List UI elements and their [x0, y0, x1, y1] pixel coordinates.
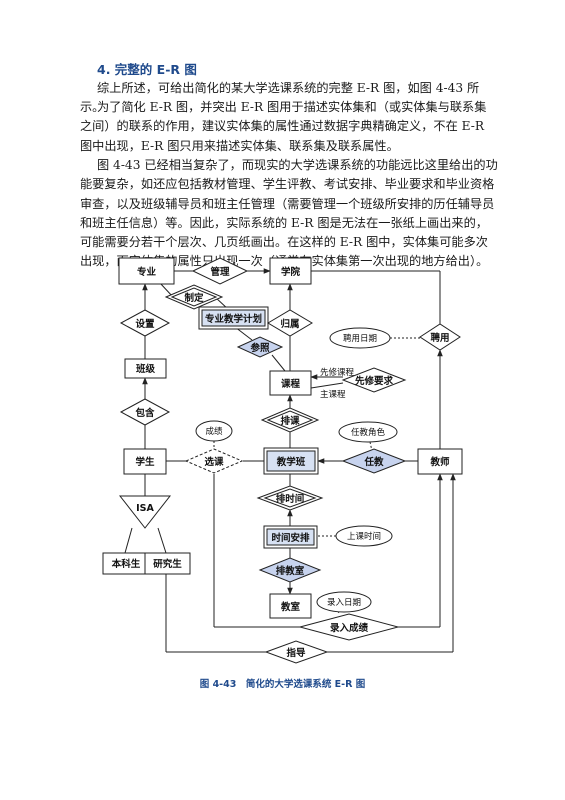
relationships: 管理 制定 设置 归属 参照 聘用 包含 先修要求 [118, 257, 461, 664]
entity-college: 学院 [269, 257, 312, 285]
attributes: 聘用日期 成绩 任教角色 上课时间 录入日期 [195, 327, 398, 613]
rel-arrange-time: 排时间 [256, 485, 324, 511]
entity-graduate: 研究生 [144, 552, 191, 575]
attr-class-time: 上课时间 [335, 525, 393, 547]
figure-caption: 图 4-43 简化的大学选课系统 E-R 图 [199, 679, 366, 690]
entity-class: 班级 [124, 358, 167, 379]
rel-prereq: 先修要求 [341, 367, 407, 393]
svg-text:学院: 学院 [281, 266, 301, 278]
svg-text:聘用: 聘用 [430, 332, 449, 344]
rel-record-grade: 录入成绩 [298, 613, 400, 641]
rel-include: 包含 [119, 398, 171, 426]
rel-employ: 聘用 [419, 323, 461, 351]
entity-section: 教学班 [263, 447, 319, 475]
svg-text:聘用日期: 聘用日期 [343, 333, 377, 344]
entity-teacher: 教师 [417, 448, 463, 475]
entity-schedule: 时间安排 [263, 525, 318, 549]
svg-text:学生: 学生 [135, 456, 155, 468]
svg-text:课程: 课程 [281, 378, 301, 390]
rel-guide: 指导 [264, 640, 329, 664]
svg-text:班级: 班级 [136, 363, 156, 375]
entity-plan: 专业教学计划 [198, 306, 269, 330]
rel-setup: 设置 [119, 309, 171, 337]
svg-text:管理: 管理 [210, 266, 230, 278]
rel-arrange-course: 排课 [260, 407, 320, 433]
rel-formulate: 制定 [164, 284, 224, 310]
entity-course: 课程 [269, 370, 312, 396]
svg-text:包含: 包含 [134, 407, 155, 419]
svg-text:专业: 专业 [137, 266, 157, 278]
entity-undergrad: 本科生 [102, 552, 150, 575]
entity-classroom: 教室 [269, 593, 312, 619]
svg-text:教学班: 教学班 [276, 456, 306, 468]
paragraph-1: 综上所述，可给出简化的某大学选课系统的完整 E-R 图，如图 4-43 所示。 [80, 81, 480, 115]
svg-text:录入日期: 录入日期 [327, 598, 361, 608]
svg-text:参照: 参照 [249, 342, 270, 354]
svg-text:排教室: 排教室 [276, 565, 305, 577]
svg-text:本科生: 本科生 [112, 558, 141, 570]
svg-text:任教角色: 任教角色 [351, 427, 386, 438]
rel-belong: 归属 [267, 309, 313, 337]
attr-grade: 成绩 [195, 420, 233, 442]
entities: 专业 学院 专业教学计划 班级 课程 学生 教学班 [102, 257, 463, 619]
svg-text:教室: 教室 [280, 601, 301, 613]
svg-text:排课: 排课 [280, 415, 300, 427]
svg-text:教师: 教师 [429, 456, 450, 468]
rel-manage: 管理 [191, 257, 249, 285]
svg-text:先修要求: 先修要求 [355, 375, 394, 387]
svg-text:上课时间: 上课时间 [347, 531, 381, 542]
rel-enroll: 选课 [184, 448, 244, 474]
svg-text:归属: 归属 [280, 318, 299, 330]
svg-text:成绩: 成绩 [205, 426, 223, 437]
svg-text:录入成绩: 录入成绩 [330, 622, 369, 634]
rel-isa: ISA [118, 495, 172, 529]
rel-assign: 任教 [341, 448, 407, 474]
svg-text:设置: 设置 [135, 318, 155, 330]
svg-text:ISA: ISA [136, 503, 154, 514]
rel-arrange-room: 排教室 [258, 557, 322, 583]
svg-text:研究生: 研究生 [153, 558, 182, 570]
entity-major: 专业 [118, 257, 175, 285]
svg-text:专业教学计划: 专业教学计划 [205, 313, 262, 325]
svg-text:指导: 指导 [286, 647, 306, 659]
svg-text:任教: 任教 [363, 456, 384, 468]
role-main-course: 主课程 [320, 389, 346, 400]
attr-teach-role: 任教角色 [338, 421, 398, 443]
attr-hire-date: 聘用日期 [329, 327, 391, 349]
svg-text:排时间: 排时间 [276, 493, 305, 505]
rel-reference: 参照 [236, 336, 284, 358]
paragraph-3: 图 4-43 已经相当复杂了，而现实的大学选课系统的功能远比这里给出的功能要复杂… [80, 158, 498, 269]
section-heading: 4. 完整的 E-R 图 [97, 62, 197, 77]
svg-text:时间安排: 时间安排 [271, 532, 310, 544]
svg-text:制定: 制定 [184, 292, 204, 304]
svg-text:选课: 选课 [204, 456, 224, 468]
role-prereq-course: 先修课程 [320, 367, 355, 378]
attr-entry-date: 录入日期 [316, 591, 372, 613]
entity-student: 学生 [123, 448, 167, 475]
paragraph-2: 为了简化 E-R 图，并突出 E-R 图用于描述实体集和（或实体集与联系集之间）… [80, 100, 487, 153]
